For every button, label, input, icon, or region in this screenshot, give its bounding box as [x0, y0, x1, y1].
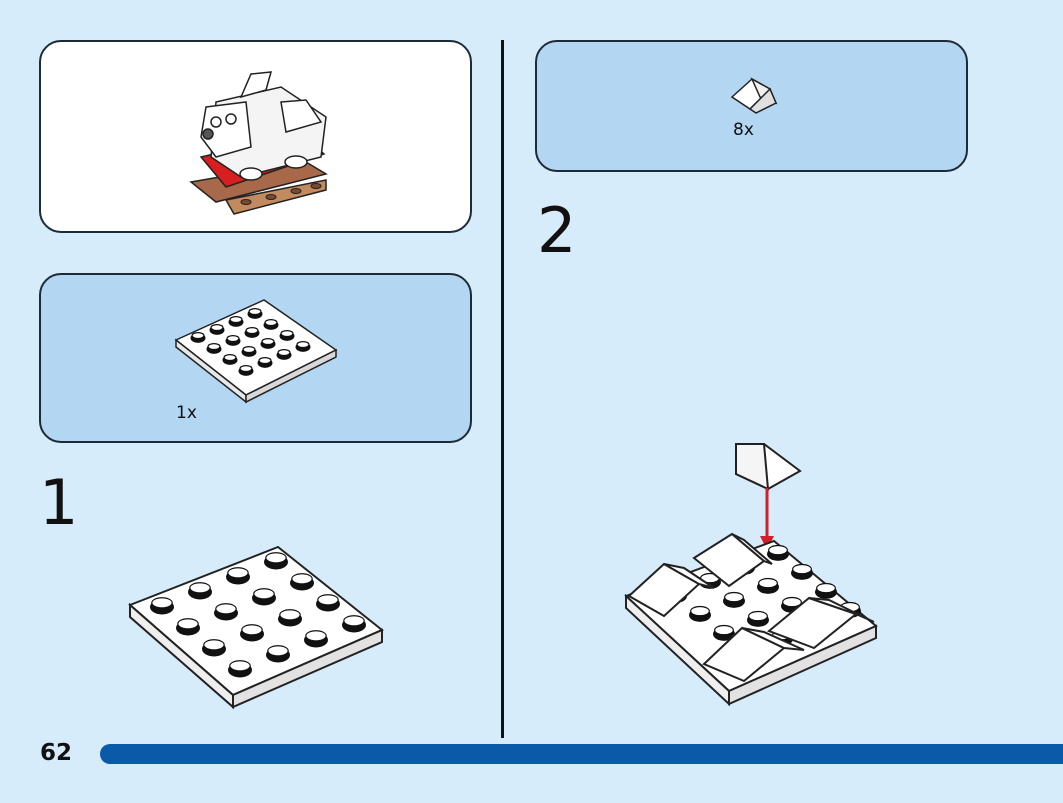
- column-divider: [501, 40, 504, 738]
- stud-top: [229, 660, 251, 672]
- stud-top: [189, 582, 211, 594]
- stud-top: [227, 567, 249, 579]
- step2-parts-list: 8x: [535, 40, 968, 172]
- stud-top: [265, 552, 287, 564]
- page-progress-bar: [100, 744, 1063, 764]
- stud-top: [226, 335, 240, 343]
- stud-top: [203, 639, 225, 651]
- step1-number: 1: [39, 466, 79, 539]
- stud-top: [343, 615, 365, 627]
- stud-top: [223, 354, 237, 362]
- stud-top: [267, 645, 289, 657]
- step2-build-illustration: [624, 443, 878, 707]
- step2-number: 2: [537, 194, 577, 267]
- stud-top: [210, 324, 224, 332]
- stud-top: [245, 327, 259, 335]
- page-number: 62: [40, 740, 73, 766]
- stud-top: [758, 577, 778, 589]
- stud-top: [792, 563, 812, 575]
- stud-top: [296, 341, 310, 349]
- step1-part-quantity: 1x: [176, 403, 197, 423]
- stud-top: [724, 591, 744, 603]
- falling-slope-piece: [735, 443, 802, 491]
- stud-top: [191, 332, 205, 340]
- polar-bear-model-image: [189, 71, 328, 215]
- stud-top: [215, 603, 237, 615]
- stud-top: [248, 308, 262, 316]
- stud-top: [239, 365, 253, 373]
- stud-top: [151, 597, 173, 609]
- slope-part-icon: [730, 77, 778, 114]
- stud-top: [258, 357, 272, 365]
- stud-top: [279, 609, 301, 621]
- step1-build-illustration: [128, 545, 384, 710]
- stud-top: [714, 624, 734, 636]
- stud-top: [253, 588, 275, 600]
- stud-top: [241, 624, 263, 636]
- stud-top: [177, 618, 199, 630]
- stud-top: [277, 349, 291, 357]
- stud-top: [305, 630, 327, 642]
- stud-top: [264, 319, 278, 327]
- stud-top: [782, 596, 802, 608]
- step1-parts-list: 1x: [39, 273, 472, 443]
- stud-top: [291, 573, 313, 585]
- finished-model-preview: [39, 40, 472, 233]
- stud-top: [280, 330, 294, 338]
- stud-top: [768, 544, 788, 556]
- stud-top: [748, 610, 768, 622]
- plate-4x4-part-icon: [174, 299, 338, 404]
- stud-top: [261, 338, 275, 346]
- stud-top: [816, 582, 836, 594]
- stud-top: [229, 316, 243, 324]
- stud-top: [690, 605, 710, 617]
- stud-top: [317, 594, 339, 606]
- stud-top: [207, 343, 221, 351]
- step2-part-quantity: 8x: [733, 120, 754, 140]
- stud-top: [242, 346, 256, 354]
